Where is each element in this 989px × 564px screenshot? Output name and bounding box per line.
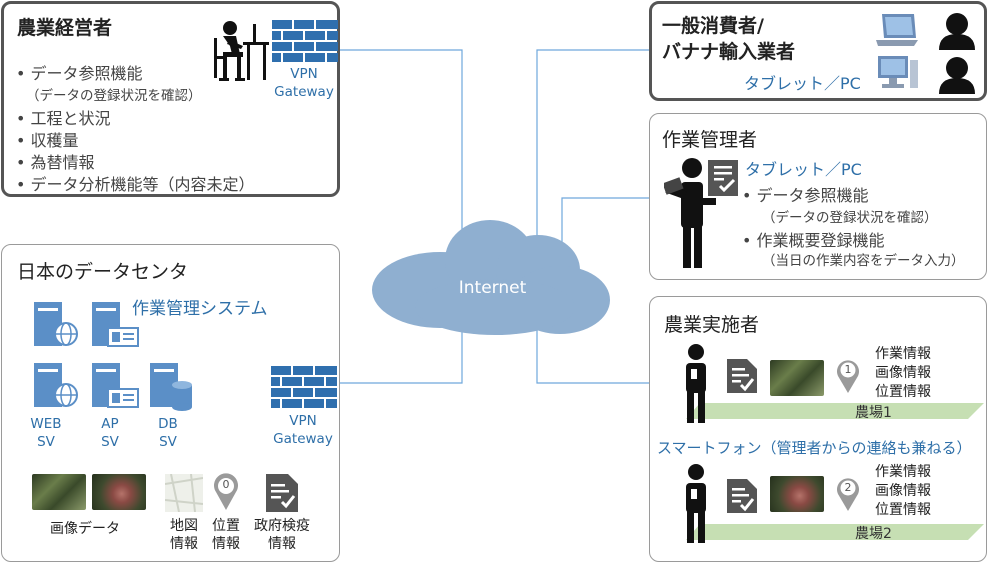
owner-panel: 農業経営者 • データ参照機能 （データの登録状況を確認） • 工程と状況 • …	[1, 1, 340, 197]
owner-title: 農業経営者	[17, 17, 113, 39]
server-globe-icon	[34, 302, 78, 346]
manager-item-2: • 作業概要登録機能	[742, 231, 885, 250]
manager-item-1-note: （データの登録状況を確認）	[762, 210, 938, 226]
web-server-icon	[34, 363, 78, 407]
owner-item-3: • 収穫量	[16, 131, 79, 150]
document-check-icon	[727, 359, 757, 393]
ap-server-icon	[92, 363, 139, 408]
farm-1-label: 農場1	[855, 405, 892, 421]
manager-device-label: タブレット／PC	[745, 160, 862, 179]
consumer-device-label: タブレット／PC	[744, 74, 861, 93]
location-pin-icon	[214, 473, 238, 510]
farm-1-ground	[686, 403, 984, 419]
manager-title: 作業管理者	[662, 129, 758, 151]
location-pin-icon	[837, 360, 859, 393]
internet-cloud: Internet	[370, 212, 615, 337]
worker-title: 農業実施者	[664, 314, 760, 336]
line-consumer-to-internet	[536, 49, 650, 242]
internet-label: Internet	[458, 278, 527, 298]
document-check-icon	[266, 474, 298, 512]
manager-item-1: • データ参照機能	[742, 186, 869, 205]
farm-2-info-list: 作業情報 画像情報 位置情報	[875, 464, 931, 518]
ap-sv-label: AP SV	[101, 416, 119, 450]
line-manager-to-internet	[561, 197, 650, 250]
farm-1-info-list: 作業情報 画像情報 位置情報	[875, 346, 931, 400]
document-check-icon	[727, 479, 757, 513]
db-server-icon	[150, 363, 192, 411]
manager-panel: 作業管理者 タブレット／PC • データ参照機能 （データの登録状況を確認） •…	[649, 113, 987, 280]
location-pin-icon	[837, 478, 859, 511]
pin-number-2: 2	[844, 481, 852, 494]
user-avatar-icon	[939, 57, 975, 94]
farmer-with-phone-icon	[686, 344, 706, 423]
user-avatar-icon	[939, 13, 975, 50]
owner-item-4: • 為替情報	[16, 153, 95, 172]
banana-photo	[32, 474, 86, 510]
owner-item-1: • データ参照機能	[16, 64, 143, 83]
line-worker-to-internet	[536, 328, 650, 384]
datacenter-title: 日本のデータセンタ	[17, 261, 189, 283]
db-sv-label: DB SV	[158, 416, 178, 450]
line-owner-to-internet	[340, 49, 463, 232]
datacenter-panel: 日本のデータセンタ 作業管理システム	[1, 244, 340, 562]
quarantine-info-label: 政府検疫 情報	[254, 518, 310, 552]
cloud-icon	[372, 220, 610, 335]
map-icon	[165, 474, 203, 512]
firewall-icon	[272, 20, 338, 62]
farm-2-label: 農場2	[855, 526, 892, 542]
farm-2-ground	[686, 524, 984, 540]
owner-item-1-note: （データの登録状況を確認）	[26, 88, 202, 104]
consumer-title-line2: バナナ輸入業者	[662, 41, 796, 63]
smartphone-label: スマートフォン（管理者からの連絡も兼ねる）	[657, 439, 972, 457]
owner-vpn-label: VPN Gateway	[274, 66, 334, 100]
manager-item-2-note: （当日の作業内容をデータ入力）	[762, 253, 965, 269]
firewall-icon	[271, 366, 337, 408]
pin-number-1: 1	[844, 363, 852, 376]
consumer-title-line1: 一般消費者/	[662, 15, 764, 37]
map-info-label: 地図 情報	[170, 518, 198, 552]
owner-item-5: • データ分析機能等（内容未定）	[16, 175, 255, 194]
owner-item-2: • 工程と状況	[16, 109, 111, 128]
pin-number-0: 0	[222, 478, 230, 491]
banana-flower-photo	[92, 474, 146, 510]
line-datacenter-to-internet	[340, 328, 463, 384]
location-info-label: 位置 情報	[212, 518, 240, 552]
server-card-icon	[92, 302, 139, 347]
manager-with-tablet-icon	[664, 158, 738, 268]
laptop-icon	[876, 14, 918, 46]
farm-2-photo	[770, 476, 824, 512]
desktop-pc-icon	[878, 56, 918, 88]
farm-1-photo	[770, 360, 824, 396]
farmer-with-phone-icon	[686, 464, 706, 543]
desk-worker-icon	[214, 21, 269, 81]
web-sv-label: WEB SV	[30, 416, 62, 450]
image-data-label: 画像データ	[50, 521, 120, 537]
datacenter-vpn-label: VPN Gateway	[273, 413, 333, 447]
system-label: 作業管理システム	[132, 299, 268, 319]
consumer-panel: 一般消費者/ バナナ輸入業者 タブレット／PC	[649, 1, 987, 101]
worker-panel: 農業実施者 農場1 1 作業情報 画像情報 位置情報 スマートフォン（管理者から…	[649, 296, 987, 562]
